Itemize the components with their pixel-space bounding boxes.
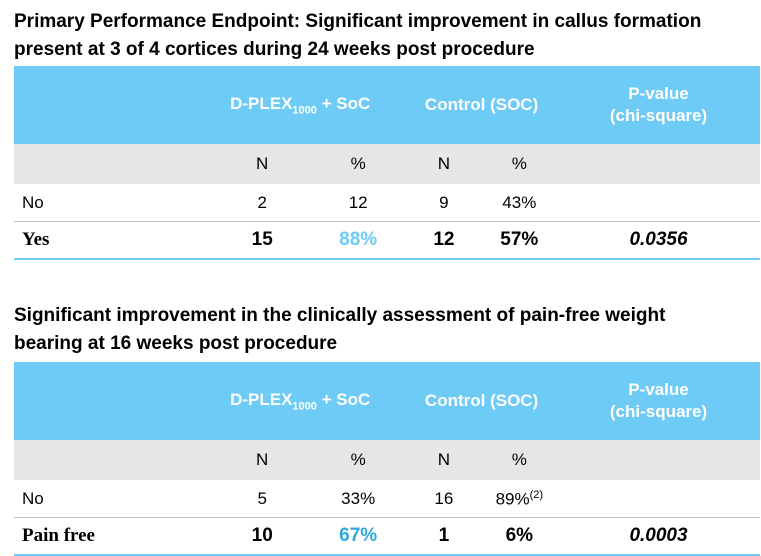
table1-sub-pct1: % [310,144,407,185]
callus-formation-table: D-PLEX1000 + SoC Control (SOC) P-value (… [14,66,760,260]
dplex-subscript: 1000 [292,104,317,117]
row-pct2-value: 89% [495,489,530,509]
table1-header-pvalue: P-value (chi-square) [557,66,760,144]
dplex-tail: + SoC [316,389,371,409]
dplex-tail: + SoC [316,93,371,113]
row-pct2: 43% [481,184,558,222]
row-pct1: 12 [310,184,407,222]
row-n2: 12 [406,221,482,260]
table2-title: Significant improvement in the clinicall… [14,302,665,358]
row-label: No [14,480,215,518]
table1-sub-n1: N [214,144,311,185]
table2-sub-n1: N [214,440,311,481]
row-n1: 2 [214,184,311,222]
table2-header-pvalue: P-value (chi-square) [557,362,760,440]
table1-header-dplex: D-PLEX1000 + SoC [214,66,407,144]
table-row: Yes 15 88% 12 57% 0.0356 [14,221,760,260]
row-pvalue: 0.0003 [557,517,760,556]
row-label: No [14,184,215,222]
row-n1: 15 [214,221,311,260]
table-row: Pain free 10 67% 1 6% 0.0003 [14,517,760,556]
row-pct2: 6% [481,517,558,556]
row-n2: 1 [406,517,482,556]
row-label: Yes [14,221,215,260]
row-pct2: 89%(2) [481,480,558,518]
table2-header-empty [14,362,215,440]
row-pvalue [557,184,760,222]
table2-sub-pct2: % [481,440,558,481]
table1-header-empty [14,66,215,144]
table2-header-dplex: D-PLEX1000 + SoC [214,362,407,440]
table-row: No 5 33% 16 89%(2) [14,480,760,518]
row-n2: 9 [406,184,482,222]
table1-sub-n2: N [406,144,482,185]
pvalue-line1: P-value [628,380,689,399]
table1-header-row: D-PLEX1000 + SoC Control (SOC) P-value (… [14,66,760,144]
row-n1: 10 [214,517,311,556]
table2-title-line2: bearing at 16 weeks post procedure [14,333,338,354]
row-n1: 5 [214,480,311,518]
table2-header-control: Control (SOC) [406,362,558,440]
table-row: No 2 12 9 43% [14,184,760,222]
table1-sub-pct2: % [481,144,558,185]
row-pct1: 67% [310,517,407,556]
row-pct2: 57% [481,221,558,260]
table1-sub-pvalue-empty [557,144,760,185]
row-n2: 16 [406,480,482,518]
table1-title: Primary Performance Endpoint: Significan… [14,8,701,64]
table2-sub-n2: N [406,440,482,481]
table2-sub-pvalue-empty [557,440,760,481]
pvalue-line1: P-value [628,84,689,103]
pain-free-table: D-PLEX1000 + SoC Control (SOC) P-value (… [14,362,760,556]
table1-title-line2: present at 3 of 4 cortices during 24 wee… [14,39,535,60]
table2-header-row: D-PLEX1000 + SoC Control (SOC) P-value (… [14,362,760,440]
footnote-marker: (2) [529,488,544,501]
table1-sub-empty [14,144,215,185]
row-pct1: 33% [310,480,407,518]
table2-subheader-row: N % N % [14,440,760,481]
table2-sub-empty [14,440,215,481]
dplex-label: D-PLEX [230,93,293,113]
table1-subheader-row: N % N % [14,144,760,185]
table2-title-line1: Significant improvement in the clinicall… [14,305,666,326]
dplex-subscript: 1000 [292,400,317,413]
table1-header-control: Control (SOC) [406,66,558,144]
pvalue-line2: (chi-square) [609,402,708,421]
table2-sub-pct1: % [310,440,407,481]
dplex-label: D-PLEX [230,389,293,409]
row-pct1: 88% [310,221,407,260]
row-pvalue: 0.0356 [557,221,760,260]
table1-title-line1: Primary Performance Endpoint: Significan… [14,11,702,32]
row-pvalue [557,480,760,518]
pvalue-line2: (chi-square) [609,106,708,125]
row-label: Pain free [14,517,215,556]
